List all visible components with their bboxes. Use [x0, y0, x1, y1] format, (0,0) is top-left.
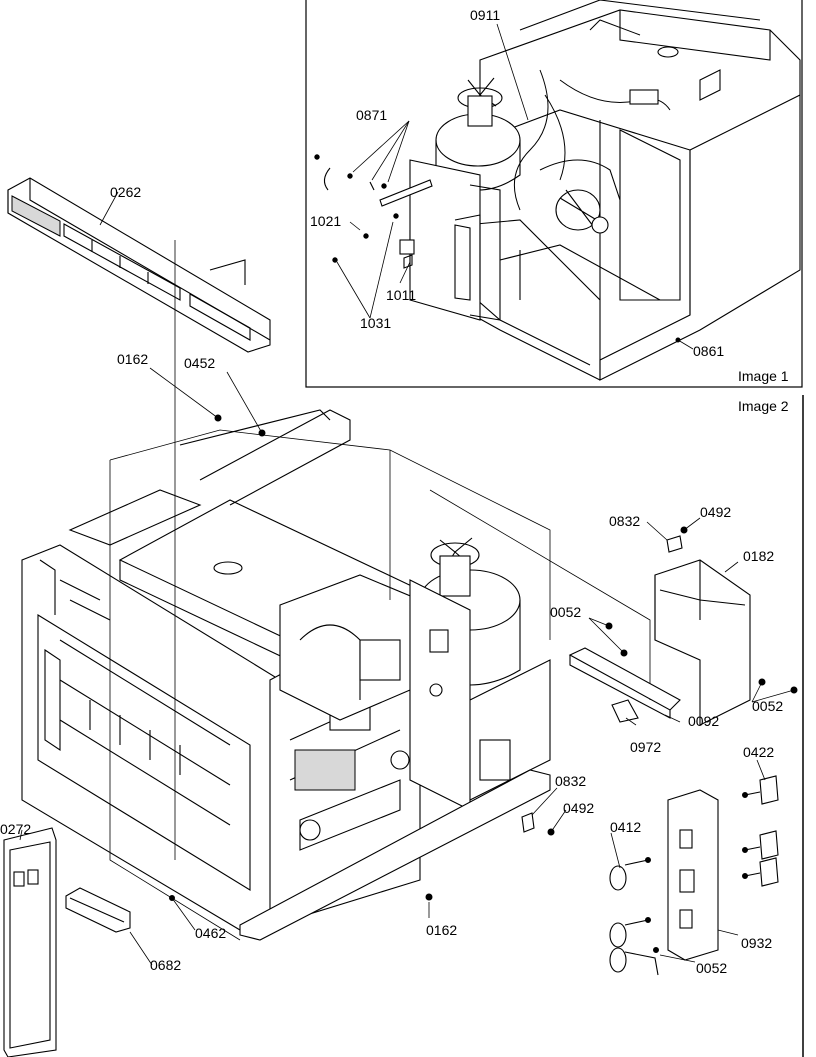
fasteners: [169, 414, 798, 953]
callout-0871: 0871: [356, 107, 387, 123]
inset-screws: [314, 154, 433, 269]
air-duct-0182: [654, 559, 751, 726]
image-1-inset: 0911 0871 1021 1011 1031 0861 Image 1: [305, 0, 803, 388]
callout-0682: 0682: [150, 957, 181, 973]
callout-0492-top: 0492: [700, 504, 731, 520]
latch-plate-0932: [667, 789, 719, 961]
inset-motor: [539, 159, 621, 234]
callout-1011: 1011: [386, 287, 416, 303]
inset-bracket: [399, 159, 501, 321]
callout-0262: 0262: [110, 184, 141, 200]
callout-0162-bottom: 0162: [426, 922, 457, 938]
callout-0832-lower: 0832: [555, 773, 586, 789]
callout-1021: 1021: [310, 213, 341, 229]
callout-0412: 0412: [610, 819, 641, 835]
image-1-caption: Image 1: [738, 368, 789, 384]
control-board-0682: [65, 887, 131, 933]
bracket-0092: [568, 647, 681, 723]
inset-frame: [305, 0, 803, 388]
callout-1031: 1031: [360, 315, 391, 331]
main-leader-lines: [19, 191, 795, 966]
callout-0972: 0972: [630, 739, 661, 755]
callout-0092: 0092: [688, 713, 719, 729]
base-pan: [239, 769, 551, 941]
callout-0182: 0182: [743, 548, 774, 564]
inset-blower-fan: [435, 77, 521, 191]
door-trim-0272: [3, 827, 57, 1057]
callout-0932: 0932: [741, 935, 772, 951]
callout-0422: 0422: [743, 744, 774, 760]
callout-0462: 0462: [195, 925, 226, 941]
callout-0052-right: 0052: [752, 698, 783, 714]
callout-0162-top: 0162: [117, 351, 148, 367]
callout-0911: 0911: [470, 7, 500, 23]
outer-case-outlines: [109, 240, 651, 941]
callout-0861: 0861: [693, 343, 724, 359]
callout-0452: 0452: [184, 355, 215, 371]
inset-wiring: [513, 19, 671, 211]
control-panel-0262: [7, 177, 271, 353]
image-2-caption: Image 2: [738, 398, 789, 414]
magnetron-assembly: [279, 574, 421, 721]
side-panel: [409, 579, 551, 811]
latch-assembly-0412: [609, 859, 659, 976]
switches-0422: [744, 775, 779, 887]
image-2-main: 0262 0162 0452 0832 0492 0182 0052 0052 …: [0, 177, 798, 1057]
callout-0052-upper: 0052: [550, 604, 581, 620]
callout-0832-top: 0832: [609, 513, 640, 529]
callout-0272: 0272: [0, 821, 31, 837]
callout-0052-lower: 0052: [696, 960, 727, 976]
callout-0492-lower: 0492: [563, 800, 594, 816]
inset-leader-lines: [336, 23, 694, 350]
